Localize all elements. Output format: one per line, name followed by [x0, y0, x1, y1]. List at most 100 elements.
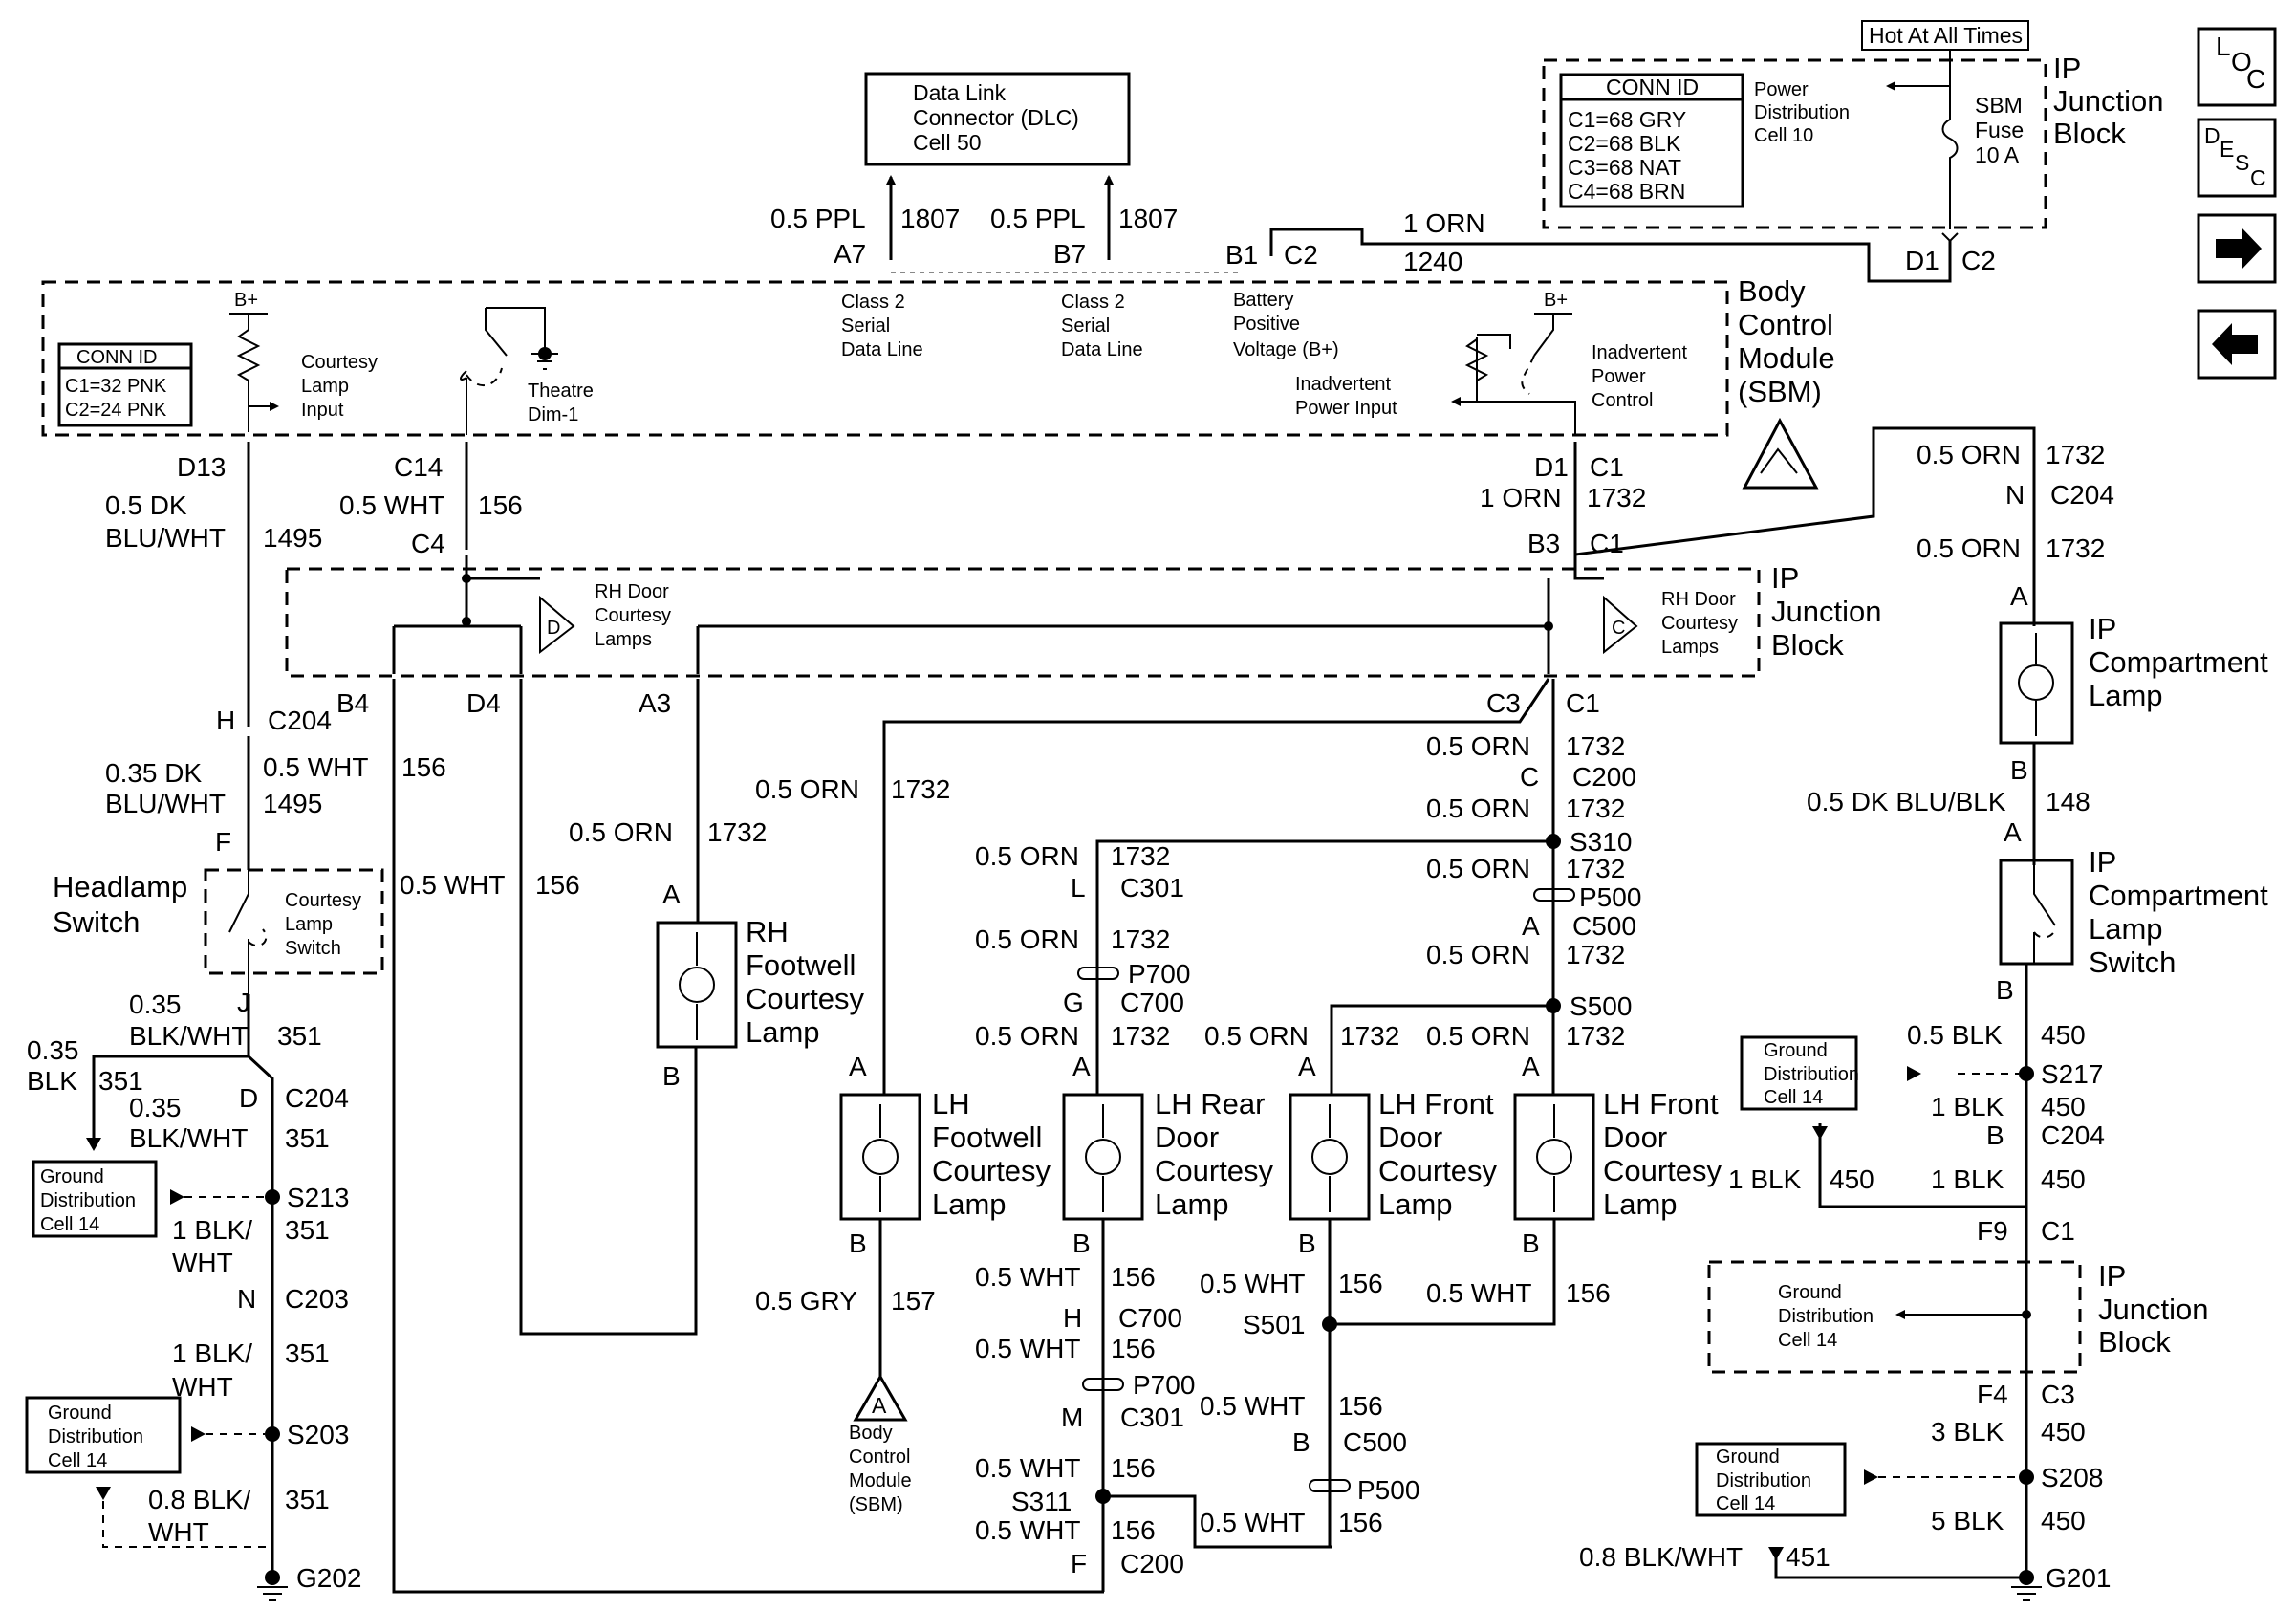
- label-05-blk: 0.5 BLK: [1907, 1020, 2003, 1050]
- svg-text:Ground: Ground: [48, 1403, 112, 1424]
- rh-footwell-2: Footwell: [746, 948, 856, 982]
- rh-door-d-2: Courtesy: [595, 605, 671, 626]
- ip-sw-4: Switch: [2089, 946, 2176, 979]
- pin-h: H: [216, 706, 235, 735]
- label-s310: S310: [1570, 827, 1632, 857]
- pin-c700-b: C700: [1118, 1303, 1182, 1333]
- svg-text:D: D: [547, 618, 560, 639]
- pin-b-sw: B: [1996, 975, 2014, 1005]
- pin-c1-b: C1: [1590, 529, 1624, 558]
- ground-dist-s208: Ground Distribution Cell 14: [1695, 1442, 1847, 1517]
- arrow-right-icon: [2216, 228, 2262, 270]
- pin-c1-c: C1: [1566, 688, 1600, 718]
- bplus-label-1: B+: [234, 290, 258, 311]
- label-05-orn-n: 0.5 ORN: [975, 1021, 1079, 1051]
- next-page-button[interactable]: [2197, 213, 2277, 284]
- svg-text:Cell 14: Cell 14: [40, 1214, 99, 1235]
- pin-c1-d: C1: [2041, 1216, 2075, 1246]
- battery-label-2: Positive: [1233, 314, 1300, 335]
- label-450-e: 450: [2041, 1417, 2086, 1447]
- label-450-f: 450: [2041, 1506, 2086, 1535]
- class2-b-3: Data Line: [1061, 339, 1143, 360]
- lh-front-a-4: Lamp: [1378, 1187, 1453, 1221]
- label-450-c: 450: [2041, 1164, 2086, 1194]
- label-1732-c: 1732: [1566, 731, 1625, 761]
- lh-front-door-courtesy-lamp-2: [1513, 1093, 1595, 1221]
- pin-n: N: [2005, 480, 2025, 510]
- label-1732-m: 1732: [1111, 925, 1170, 954]
- pin-c301: C301: [1120, 873, 1184, 903]
- label-05-wht-r1: 0.5 WHT: [975, 1262, 1080, 1292]
- label-1-blk-a: 1 BLK/: [172, 1215, 252, 1245]
- label-s500: S500: [1570, 991, 1632, 1021]
- conn-id-c3: C3=68 NAT: [1568, 155, 1681, 180]
- class2-b-1: Class 2: [1061, 292, 1125, 313]
- label-1732-2: 1732: [707, 817, 767, 847]
- connector-d1-icon: [1941, 232, 1959, 243]
- theatre-label-1: Theatre: [528, 381, 594, 402]
- pin-c700: C700: [1120, 988, 1184, 1017]
- ip-junction-block-bottom: [1707, 1260, 2082, 1374]
- label-05-wht-f3: 0.5 WHT: [1200, 1391, 1305, 1421]
- lh-footwell-2: Footwell: [932, 1120, 1042, 1154]
- label-156-f1: 156: [1338, 1269, 1383, 1298]
- inadvertent-control-3: Control: [1592, 390, 1653, 411]
- ip-compartment-lamp-switch: [1999, 859, 2074, 966]
- pin-d1-top: D1: [1905, 246, 1939, 275]
- power-dist-label-2: Distribution: [1754, 102, 1850, 123]
- wire-1732-lh-footwell: [882, 678, 1550, 1095]
- rh-door-d-1: RH Door: [595, 581, 669, 602]
- label-1732-1: 1732: [891, 774, 950, 804]
- pin-b-lhf: B: [849, 1229, 867, 1258]
- label-351-b: 351: [98, 1066, 143, 1096]
- label-351-e: 351: [285, 1338, 330, 1368]
- fuse-label-1: SBM: [1975, 93, 2023, 118]
- label-156-r5: 156: [1338, 1508, 1383, 1537]
- label-1732-d: 1732: [1566, 794, 1625, 823]
- pin-a-lhf: A: [849, 1052, 867, 1081]
- lh-front-b-1: LH Front: [1603, 1087, 1719, 1120]
- pin-f4: F4: [1977, 1380, 2008, 1409]
- lh-rear-4: Lamp: [1155, 1187, 1229, 1221]
- label-1732-b: 1732: [2046, 533, 2105, 563]
- label-1732-e: 1732: [1566, 854, 1625, 883]
- splice-s501: [1322, 1316, 1337, 1332]
- label-035-c: 0.35: [129, 1093, 182, 1122]
- location-button[interactable]: L O C: [2197, 27, 2277, 107]
- ipjb-top-title-3: Block: [2053, 117, 2126, 150]
- label-05-orn-f: 0.5 ORN: [1426, 940, 1530, 969]
- label-156: 156: [478, 490, 523, 520]
- label-1732-h: 1732: [1566, 1021, 1625, 1051]
- ip-sw-1: IP: [2089, 845, 2116, 879]
- pin-c14: C14: [394, 452, 443, 482]
- rh-door-c-3: Lamps: [1661, 637, 1719, 658]
- label-5-blk: 5 BLK: [1931, 1506, 2004, 1535]
- previous-page-button[interactable]: [2197, 309, 2277, 380]
- conn-id-table-bcm: CONN ID C1=32 PNK C2=24 PNK: [57, 342, 193, 427]
- pin-d4: D4: [466, 688, 501, 718]
- lh-front-b-2: Door: [1603, 1120, 1667, 1154]
- label-157: 157: [891, 1286, 936, 1316]
- inadvertent-control-2: Power: [1592, 366, 1646, 387]
- pin-c1: C1: [1590, 452, 1624, 482]
- svg-text:Ground: Ground: [40, 1166, 104, 1187]
- ip-junction-block-top: [1542, 58, 2047, 229]
- hot-at-all-times-box: Hot At All Times: [1861, 20, 2029, 51]
- bcm-title-2: Control: [1738, 308, 1833, 341]
- courtesy-lamp-switch-icon: [228, 870, 249, 994]
- label-035-dk: 0.35 DK: [105, 758, 202, 788]
- description-button[interactable]: D E S C: [2197, 118, 2277, 198]
- pin-b4: B4: [336, 688, 369, 718]
- label-1-blk-a: 1 BLK: [1931, 1092, 2004, 1121]
- desc-letter-s: S: [2235, 150, 2249, 175]
- theatre-switch-icon: [485, 308, 508, 357]
- pin-a-lhr: A: [1072, 1052, 1091, 1081]
- pin-b-ip: B: [2010, 755, 2028, 785]
- ip-comp-lamp-1: IP: [2089, 612, 2116, 645]
- svg-text:A: A: [872, 1393, 887, 1418]
- label-156-r1: 156: [1111, 1262, 1156, 1292]
- resistor-icon: [229, 313, 268, 432]
- loc-letter-l: L: [2216, 32, 2231, 61]
- ip-comp-lamp-3: Lamp: [2089, 679, 2163, 712]
- bcm-conn-id-title: CONN ID: [76, 347, 157, 368]
